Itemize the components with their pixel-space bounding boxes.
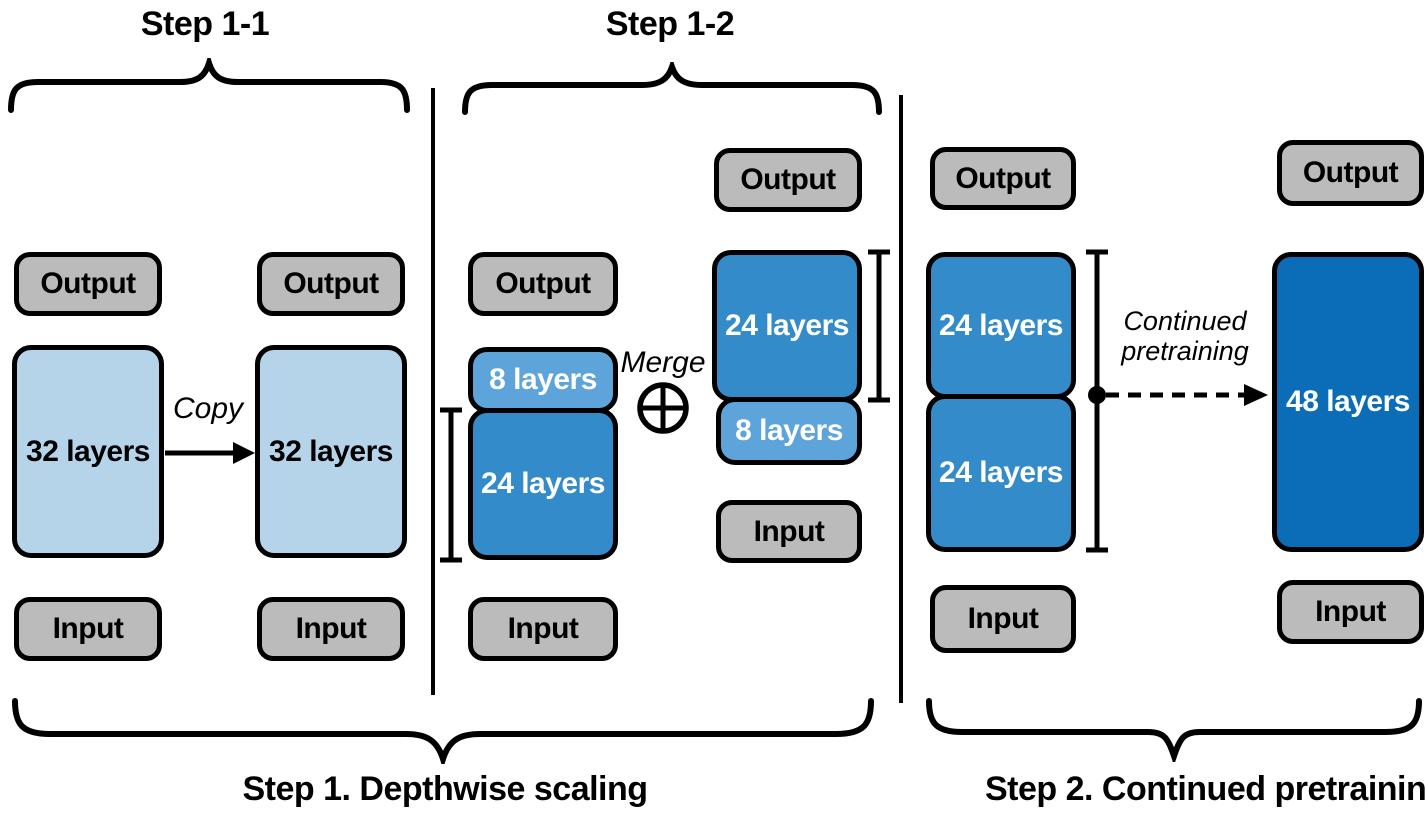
input-label: Input <box>295 612 367 645</box>
input-box: Input <box>1277 580 1424 644</box>
layers-32-block: 32 layers <box>255 345 407 558</box>
layers-24-block: 24 layers <box>926 252 1076 399</box>
output-label: Output <box>1302 156 1399 189</box>
step-1-brace <box>12 698 874 764</box>
step-1-2-brace <box>462 62 882 115</box>
input-label: Input <box>1315 595 1386 628</box>
continued-pretraining-line2: pretraining <box>1121 336 1249 367</box>
pretraining-arrow-icon <box>1088 384 1268 406</box>
input-label: Input <box>52 612 124 645</box>
layers-24-label: 24 layers <box>481 467 605 500</box>
layers-8-block: 8 layers <box>468 347 618 413</box>
input-label: Input <box>967 602 1039 635</box>
output-box: Output <box>468 252 618 316</box>
output-box: Output <box>930 147 1076 210</box>
layers-8-block: 8 layers <box>716 397 862 465</box>
input-box: Input <box>468 597 618 661</box>
span-bracket-icon <box>440 407 462 563</box>
output-box: Output <box>14 252 162 316</box>
step-2-bottom-title: Step 2. Continued pretraining <box>985 770 1426 808</box>
continued-pretraining-annotation: Continued pretraining <box>1100 306 1270 366</box>
layers-32-label: 32 layers <box>26 434 150 468</box>
copy-annotation: Copy <box>172 392 244 425</box>
continued-pretraining-line1: Continued <box>1123 306 1247 336</box>
layers-48-block: 48 layers <box>1272 252 1424 552</box>
layers-48-label: 48 layers <box>1286 385 1410 418</box>
layers-8-label: 8 layers <box>735 414 843 447</box>
layers-24-block: 24 layers <box>712 250 862 402</box>
output-label: Output <box>40 267 136 300</box>
output-label: Output <box>955 161 1051 195</box>
layers-32-label: 32 layers <box>269 434 393 468</box>
input-label: Input <box>507 612 579 645</box>
input-box: Input <box>14 597 162 661</box>
output-label: Output <box>283 267 379 300</box>
section-divider-2 <box>899 95 903 703</box>
output-box: Output <box>257 252 405 316</box>
step-2-brace <box>926 698 1422 762</box>
input-box: Input <box>716 500 862 563</box>
input-box: Input <box>257 597 405 661</box>
section-divider-1 <box>431 88 435 695</box>
layers-24-label: 24 layers <box>939 308 1063 342</box>
layers-32-block: 32 layers <box>12 345 164 558</box>
merge-oplus-icon <box>637 382 689 434</box>
layers-8-label: 8 layers <box>489 363 597 396</box>
output-label: Output <box>495 267 591 300</box>
layers-24-block: 24 layers <box>468 408 618 560</box>
output-box: Output <box>714 148 862 212</box>
input-label: Input <box>753 514 825 548</box>
merge-annotation: Merge <box>620 346 706 379</box>
span-bracket-icon <box>868 249 890 403</box>
step-1-bottom-title: Step 1. Depthwise scaling <box>242 770 648 808</box>
output-box: Output <box>1277 140 1424 206</box>
layers-24-block: 24 layers <box>926 394 1076 552</box>
input-box: Input <box>930 585 1076 653</box>
step-1-1-title: Step 1-1 <box>140 5 270 43</box>
step-1-2-title: Step 1-2 <box>605 5 735 43</box>
copy-arrow-icon <box>165 442 255 464</box>
layers-24-label: 24 layers <box>725 309 849 342</box>
output-label: Output <box>740 163 836 196</box>
step-1-1-brace <box>8 58 410 113</box>
layers-24-label: 24 layers <box>939 456 1063 489</box>
